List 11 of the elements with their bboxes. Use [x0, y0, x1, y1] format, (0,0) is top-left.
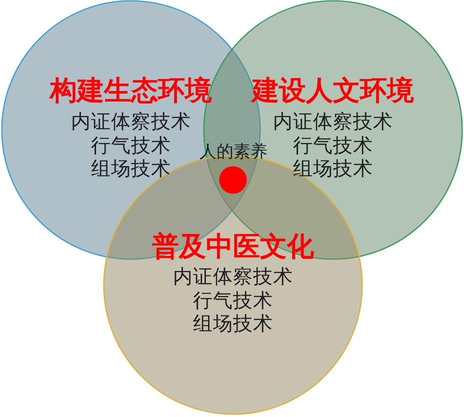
list-item: 行气技术 [91, 134, 171, 157]
list-item: 内证体察技术 [71, 110, 191, 134]
section-title: 建设人文环境 [252, 75, 414, 107]
list-item: 内证体察技术 [173, 266, 293, 288]
list-item: 组场技术 [91, 158, 171, 180]
section-title: 普及中医文化 [152, 231, 314, 263]
list-item: 行气技术 [193, 289, 273, 312]
list-item: 内证体察技术 [273, 110, 393, 134]
list-item: 组场技术 [293, 158, 373, 180]
list-item: 组场技术 [193, 312, 273, 336]
list-item: 行气技术 [293, 134, 373, 157]
